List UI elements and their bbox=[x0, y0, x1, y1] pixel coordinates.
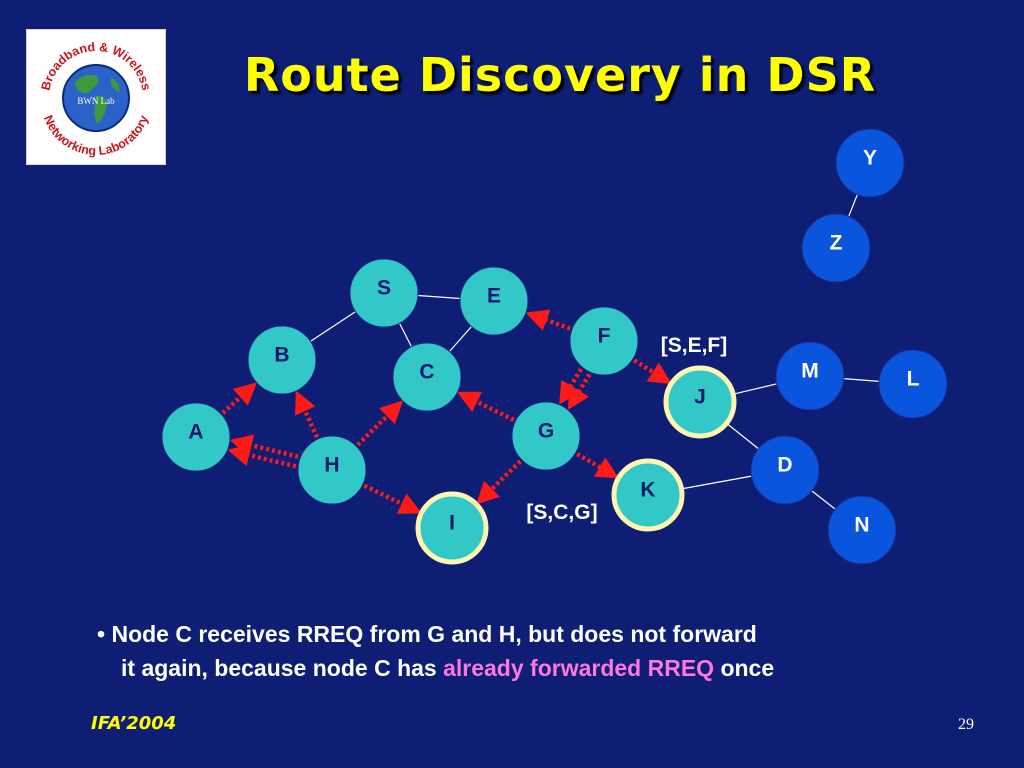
node-label-A: A bbox=[188, 421, 203, 444]
node-Y: Y bbox=[835, 128, 905, 198]
bullet-line-1: • Node C receives RREQ from G and H, but… bbox=[97, 617, 957, 651]
node-circle-M bbox=[775, 341, 845, 411]
link-J-M bbox=[732, 383, 778, 395]
footer-conference: IFA’2004 bbox=[91, 713, 177, 734]
link-S-C bbox=[398, 322, 413, 348]
node-K: K bbox=[611, 458, 685, 532]
links-layer bbox=[310, 194, 880, 510]
link-K-D bbox=[681, 475, 752, 490]
node-label-D: D bbox=[777, 454, 792, 477]
node-circle-S bbox=[349, 258, 419, 328]
node-A: A bbox=[161, 402, 231, 472]
node-I: I bbox=[415, 491, 489, 565]
node-circle-C bbox=[392, 342, 462, 412]
node-circle-Y bbox=[835, 128, 905, 198]
link-M-L bbox=[843, 378, 880, 382]
node-label-Y: Y bbox=[863, 147, 877, 170]
logo-center-text: BWN Lab bbox=[77, 96, 115, 106]
node-circle-F bbox=[569, 306, 639, 376]
node-J: J bbox=[663, 365, 737, 439]
rreq-arrow-G-I bbox=[475, 459, 522, 505]
rreq-arrows-layer bbox=[221, 309, 672, 514]
link-J-D bbox=[726, 422, 759, 450]
node-label-J: J bbox=[694, 386, 706, 409]
rreq-arrow-H-B bbox=[294, 390, 320, 439]
node-circle-B bbox=[247, 325, 317, 395]
logo-graphic: Broadband & Wireless Networking Laborato… bbox=[35, 37, 157, 159]
node-circle-N bbox=[827, 495, 897, 565]
node-label-F: F bbox=[598, 325, 611, 348]
bullet-line-2: it again, because node C has already for… bbox=[97, 651, 957, 685]
rreq-arrow-F-G-2 bbox=[559, 367, 583, 405]
node-H: H bbox=[297, 435, 367, 505]
node-label-K: K bbox=[640, 479, 655, 502]
node-circle-K bbox=[611, 458, 685, 532]
rreq-arrow-H-A-2 bbox=[229, 434, 299, 459]
node-label-H: H bbox=[324, 454, 339, 477]
link-S-B bbox=[310, 311, 356, 342]
node-D: D bbox=[750, 435, 820, 505]
bullet-text-2-highlight: already forwarded RREQ bbox=[443, 655, 715, 681]
node-N: N bbox=[827, 495, 897, 565]
node-E: E bbox=[459, 266, 529, 336]
route-label-sef: [S,E,F] bbox=[661, 334, 728, 357]
explanation-bullet: • Node C receives RREQ from G and H, but… bbox=[97, 617, 957, 685]
node-circle-Z bbox=[801, 213, 871, 283]
node-circle-I bbox=[415, 491, 489, 565]
node-circle-G bbox=[511, 401, 581, 471]
node-circle-E bbox=[459, 266, 529, 336]
node-label-B: B bbox=[274, 344, 289, 367]
node-L: L bbox=[878, 349, 948, 419]
rreq-arrow-A-B bbox=[221, 382, 258, 415]
link-E-C bbox=[449, 326, 472, 352]
node-label-S: S bbox=[377, 277, 391, 300]
node-Z: Z bbox=[801, 213, 871, 283]
node-label-G: G bbox=[538, 420, 554, 443]
node-label-E: E bbox=[487, 285, 501, 308]
node-label-Z: Z bbox=[830, 232, 843, 255]
node-B: B bbox=[247, 325, 317, 395]
page-number: 29 bbox=[958, 716, 974, 733]
node-M: M bbox=[775, 341, 845, 411]
nodes-layer: Y Z S E F B C M L J A G H D K I N bbox=[161, 128, 948, 565]
slide-title: Route Discovery in DSR bbox=[243, 48, 877, 102]
bullet-text-2-suffix: once bbox=[714, 655, 775, 681]
node-label-I: I bbox=[449, 512, 455, 535]
node-S: S bbox=[349, 258, 419, 328]
rreq-arrow-H-C bbox=[356, 400, 404, 447]
node-label-C: C bbox=[419, 361, 434, 384]
node-circle-H bbox=[297, 435, 367, 505]
route-label-scg: [S,C,G] bbox=[526, 501, 597, 524]
bwn-lab-logo: Broadband & Wireless Networking Laborato… bbox=[26, 29, 166, 165]
link-Y-Z bbox=[848, 194, 858, 217]
link-S-E bbox=[417, 294, 461, 300]
bullet-text-2-prefix: it again, because node C has bbox=[121, 655, 444, 681]
node-circle-D bbox=[750, 435, 820, 505]
bullet-text-1: Node C receives RREQ from G and H, but d… bbox=[111, 621, 757, 647]
node-circle-L bbox=[878, 349, 948, 419]
bullet-marker: • bbox=[97, 621, 106, 647]
node-circle-J bbox=[663, 365, 737, 439]
link-D-N bbox=[811, 490, 836, 510]
rreq-arrow-H-I bbox=[363, 483, 422, 514]
rreq-arrow-G-K bbox=[576, 452, 620, 479]
node-label-L: L bbox=[907, 368, 920, 391]
rreq-arrow-G-C bbox=[457, 391, 515, 423]
rreq-arrow-F-J bbox=[633, 358, 672, 385]
node-F: F bbox=[569, 306, 639, 376]
rreq-arrow-F-E bbox=[525, 309, 571, 331]
node-label-N: N bbox=[854, 514, 869, 537]
node-circle-A bbox=[161, 402, 231, 472]
node-label-M: M bbox=[801, 360, 819, 383]
node-C: C bbox=[392, 342, 462, 412]
node-G: G bbox=[511, 401, 581, 471]
